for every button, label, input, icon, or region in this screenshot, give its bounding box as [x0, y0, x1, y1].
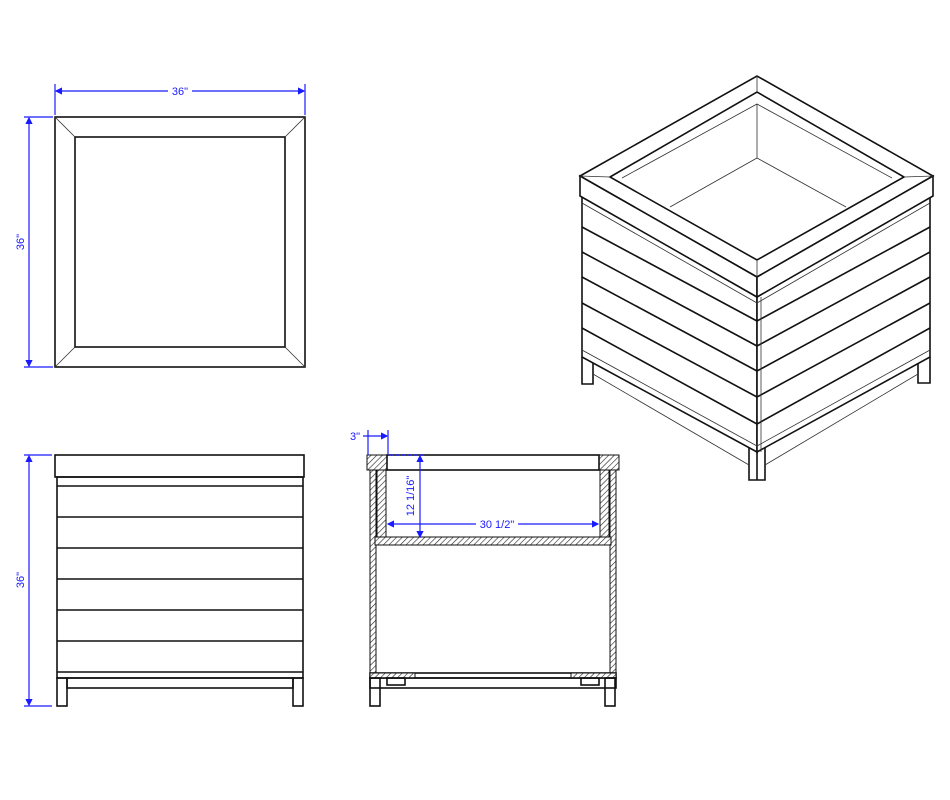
liner-wall-left: [376, 469, 387, 538]
front-height-label: 36": [15, 572, 27, 588]
front-elevation: 36": [15, 454, 305, 707]
section-view: 3" 12 1/16" 30 1/2": [350, 430, 620, 707]
liner-wall-right: [599, 469, 610, 538]
top-depth-dimension: 36": [15, 116, 53, 368]
top-depth-label: 36": [15, 234, 27, 250]
iso-boards-left: [581, 202, 758, 447]
leg-left: [581, 357, 594, 385]
miter-joints: [54, 116, 306, 368]
liner-floor: [374, 536, 612, 546]
body: [56, 476, 304, 679]
cleat-left: [386, 677, 406, 686]
back-cap-rail: [386, 454, 600, 471]
leg-left: [56, 677, 68, 707]
isometric-view: [578, 75, 935, 481]
top-view: 36" 36": [15, 84, 306, 368]
cap-rail: [54, 454, 305, 478]
top-width-dimension: 36": [54, 84, 306, 115]
side-boards: [57, 485, 303, 673]
iso-boards-right: [756, 202, 931, 447]
rim-label: 3": [350, 431, 360, 443]
inner-width-label: 30 1/2": [480, 519, 515, 531]
leg-right: [604, 677, 616, 707]
cap-left: [366, 454, 388, 471]
inner-width-dimension: 30 1/2": [386, 519, 600, 531]
depth-dimension: 12 1/16": [389, 454, 424, 539]
cap-right: [598, 454, 620, 471]
depth-label: 12 1/16": [405, 476, 417, 517]
top-inner-opening: [74, 136, 286, 348]
bottom-rails: [592, 373, 919, 466]
leg-right: [917, 357, 931, 384]
cap-miters: [579, 76, 934, 277]
inner-liner: [621, 103, 893, 208]
leg-right: [292, 677, 304, 707]
cleat-right: [580, 677, 600, 686]
top-outer-frame: [54, 116, 306, 368]
front-height-dimension: 36": [15, 454, 52, 707]
bottom-rail: [66, 677, 294, 689]
bottom-rail: [369, 677, 617, 689]
outer-wall-left: [369, 469, 377, 675]
top-width-label: 36": [172, 86, 188, 98]
rim-dimension: 3": [350, 430, 389, 455]
outer-wall-right: [609, 469, 617, 675]
leg-left: [369, 677, 381, 707]
cap-right-edge: [756, 174, 934, 299]
